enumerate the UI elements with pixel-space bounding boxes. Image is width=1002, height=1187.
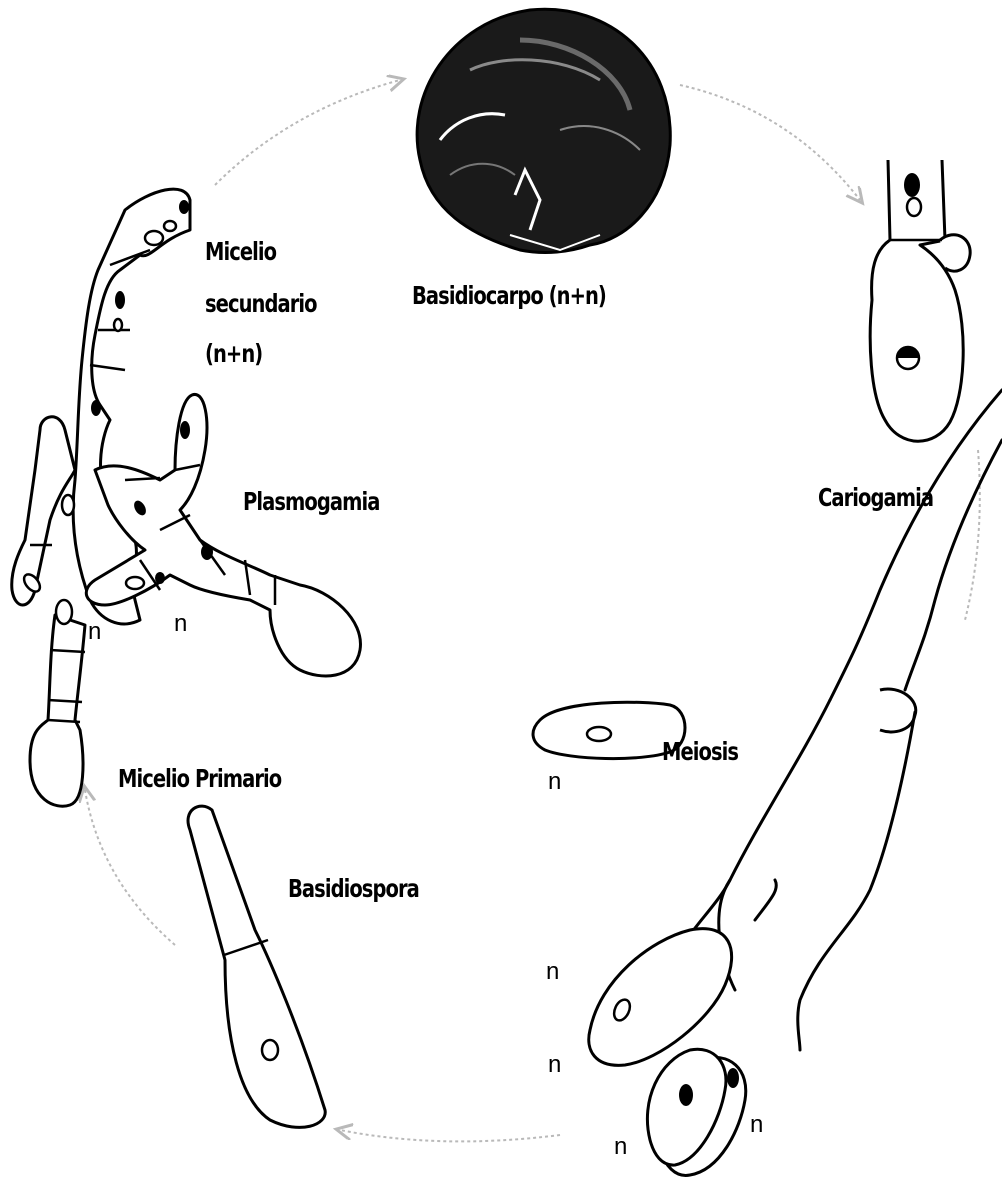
label-micelio-secundario-line1: Micelio	[205, 238, 276, 266]
cycle-arrow-micelio-to-basidiocarpo	[215, 80, 400, 185]
ploidy-label-detached-spore: n	[548, 770, 561, 794]
label-micelio-secundario-line2: secundario	[205, 290, 317, 318]
label-basidiospora: Basidiospora	[288, 875, 419, 903]
label-plasmogamia: Plasmogamia	[243, 488, 379, 516]
basidiospora-illustration	[188, 806, 325, 1127]
label-basidiocarpo: Basidiocarpo (n+n)	[412, 282, 606, 310]
cycle-arrow-basidiospora-to-micelio-primario	[85, 790, 175, 945]
cycle-arrow-basidiocarpo-to-cariogamia	[680, 85, 860, 200]
ploidy-label-spore-middle: n	[548, 1053, 561, 1077]
label-cariogamia: Cariogamia	[818, 484, 933, 512]
cariogamia-illustration	[870, 160, 970, 441]
label-micelio-secundario-line3: (n+n)	[205, 340, 262, 368]
ploidy-label-plasmogamy-branch: n	[174, 612, 187, 636]
cycle-arrow-meiosis-to-basidiospora	[340, 1130, 560, 1141]
basidiocarp-illustration	[417, 9, 670, 252]
label-meiosis: Meiosis	[662, 738, 738, 766]
ploidy-label-spore-upper: n	[546, 960, 559, 984]
nucleus-open	[907, 198, 921, 216]
label-micelio-primario: Micelio Primario	[118, 765, 281, 793]
ploidy-label-primary-mycelium: n	[88, 620, 101, 644]
nucleus-filled	[904, 173, 920, 197]
ploidy-label-spore-lower-left: n	[614, 1135, 627, 1159]
cycle-arrow-cariogamia-to-meiosis	[965, 450, 980, 620]
ploidy-label-spore-lower-right: n	[750, 1113, 763, 1137]
